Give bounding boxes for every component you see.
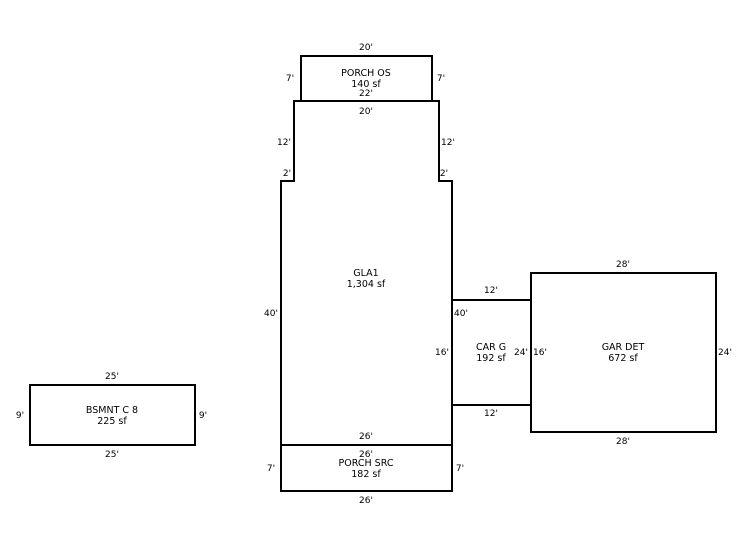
gla1-right-lower-dim: 16' bbox=[435, 348, 449, 358]
gar-det-area-value: 672 sf bbox=[608, 353, 638, 364]
car-g-top-dim: 12' bbox=[484, 286, 498, 296]
gar-det-bottom-dim: 28' bbox=[616, 437, 630, 447]
bsmnt-top-dim: 25' bbox=[105, 372, 119, 382]
bsmnt-area-value: 225 sf bbox=[97, 416, 127, 427]
porch-src-outline bbox=[280, 444, 453, 492]
porch-src-area[interactable]: PORCH SRC 182 sf 26' 26' 7' 7' bbox=[267, 444, 464, 506]
gla1-name: GLA1 bbox=[353, 268, 378, 279]
porch-os-left-dim: 7' bbox=[286, 74, 294, 84]
bsmnt-name: BSMNT C 8 bbox=[86, 405, 138, 416]
gla1-right-upper-dim: 12' bbox=[441, 138, 455, 148]
porch-src-bottom-dim: 26' bbox=[359, 496, 373, 506]
car-g-right-dim: 16' bbox=[533, 348, 547, 358]
porch-src-right-dim: 7' bbox=[456, 464, 464, 474]
porch-src-name: PORCH SRC bbox=[339, 458, 394, 469]
gla1-bottom-dim: 26' bbox=[359, 432, 373, 442]
gla1-top-dim: 20' bbox=[359, 107, 373, 117]
gla1-right-jog-dim: 2' bbox=[440, 169, 448, 179]
porch-src-left-dim: 7' bbox=[267, 464, 275, 474]
gla1-left-jog-dim: 2' bbox=[283, 169, 291, 179]
gar-det-left-dim: 24' bbox=[514, 348, 528, 358]
car-g-area[interactable]: CAR G 192 sf 12' 12' 16' bbox=[451, 286, 547, 419]
bsmnt-right-dim: 9' bbox=[199, 411, 207, 421]
bsmnt-left-dim: 9' bbox=[16, 411, 24, 421]
porch-os-area-value: 140 sf bbox=[351, 79, 381, 90]
gar-det-right-dim: 24' bbox=[718, 348, 732, 358]
gar-det-outline bbox=[530, 272, 717, 433]
bsmnt-outline bbox=[29, 384, 196, 446]
gar-det-name: GAR DET bbox=[602, 342, 645, 353]
gla1-left-dim: 40' bbox=[264, 309, 278, 319]
gla1-area-value: 1,304 sf bbox=[347, 279, 386, 290]
bsmnt-area[interactable]: BSMNT C 8 225 sf 25' 25' 9' 9' bbox=[16, 372, 207, 460]
porch-os-right-dim: 7' bbox=[437, 74, 445, 84]
car-g-area-value: 192 sf bbox=[476, 353, 506, 364]
gar-det-area[interactable]: GAR DET 672 sf 28' 28' 24' 24' bbox=[514, 260, 732, 447]
porch-os-area[interactable]: PORCH OS 140 sf 20' 22' 7' 7' bbox=[286, 43, 445, 102]
gla1-area[interactable]: GLA1 1,304 sf 20' 12' 12' 2' 2' 40' 40' … bbox=[264, 100, 468, 446]
car-g-name: CAR G bbox=[476, 342, 506, 353]
porch-src-area-value: 182 sf bbox=[351, 469, 381, 480]
gar-det-top-dim: 28' bbox=[616, 260, 630, 270]
porch-os-name: PORCH OS bbox=[341, 68, 391, 79]
porch-os-top-dim: 20' bbox=[359, 43, 373, 53]
car-g-bottom-dim: 12' bbox=[484, 409, 498, 419]
gla1-left-upper-dim: 12' bbox=[277, 138, 291, 148]
porch-src-top-dim: 26' bbox=[359, 450, 373, 460]
porch-os-bottom-dim: 22' bbox=[359, 89, 373, 99]
gla1-right-long-dim: 40' bbox=[454, 309, 468, 319]
bsmnt-bottom-dim: 25' bbox=[105, 450, 119, 460]
